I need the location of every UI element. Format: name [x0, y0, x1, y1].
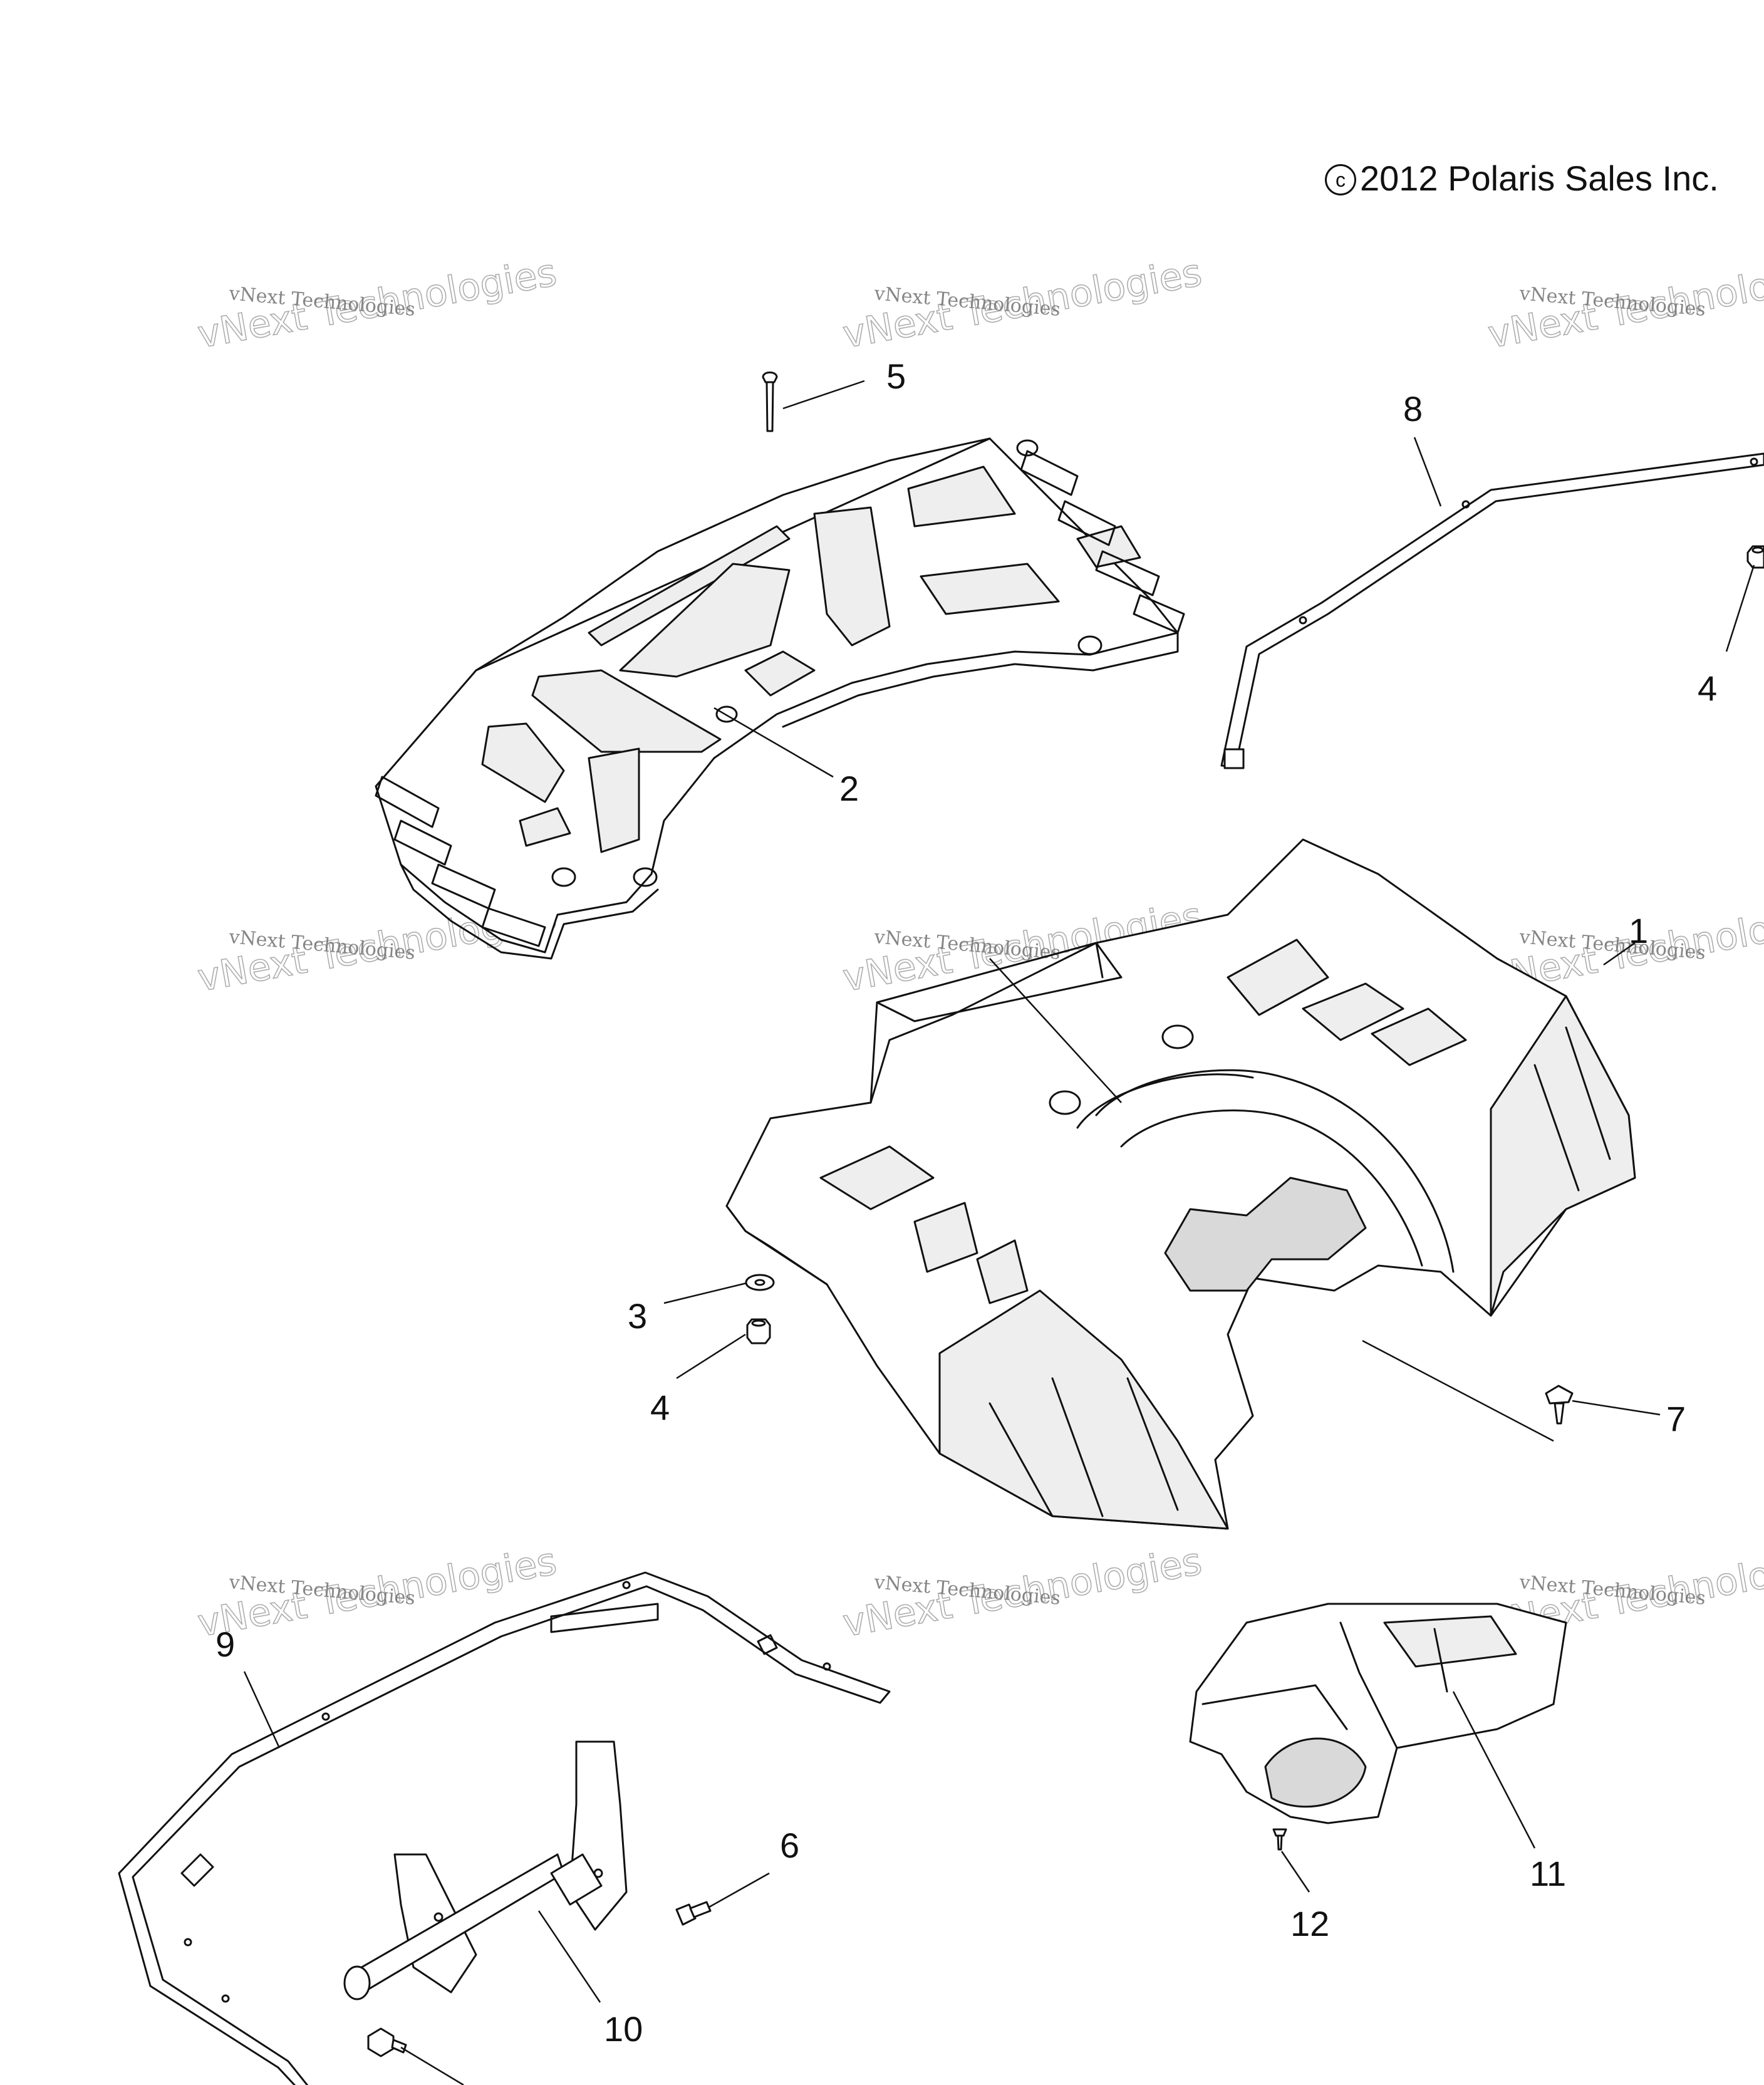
watermark-bottom-center: vNext Technologies vNext Technologies	[839, 1539, 1206, 1646]
fastener-nut-4-right	[1746, 545, 1764, 569]
copyright-text: 2012 Polaris Sales Inc.	[1360, 159, 1719, 198]
callout-8: 8	[1403, 389, 1423, 429]
callout-5: 5	[886, 356, 906, 396]
part-bumper-rail	[118, 1571, 891, 2085]
watermark-top-right: vNext Technologies vNext Technologies	[1485, 250, 1764, 357]
callout-4-right: 4	[1698, 668, 1717, 708]
callout-2: 2	[839, 769, 859, 808]
fastener-bolt-bottom	[367, 2027, 407, 2057]
callout-1: 1	[1629, 911, 1648, 950]
part-bumper-bracket	[343, 1740, 628, 2000]
callout-10: 10	[604, 2009, 643, 2049]
fastener-washer-3	[745, 1274, 775, 1291]
fastener-bolt-5	[762, 372, 778, 432]
part-upper-rail	[1220, 452, 1764, 769]
fastener-bolt-6	[675, 1901, 712, 1926]
copyright-symbol: c	[1325, 164, 1356, 195]
watermark-text-outline: vNext Technologies	[839, 251, 1205, 357]
callout-11: 11	[1530, 1854, 1566, 1893]
callout-12: 12	[1290, 1904, 1329, 1943]
part-rear-cab	[725, 838, 1636, 1530]
fastener-nut-4-left	[746, 1318, 771, 1344]
callout-6: 6	[780, 1826, 799, 1865]
callout-3: 3	[628, 1296, 647, 1336]
part-side-panel	[1189, 1603, 1567, 1824]
callout-9: 9	[215, 1625, 235, 1664]
part-rack	[375, 437, 1185, 960]
leader-lines	[243, 380, 1755, 2085]
watermark-top-center: vNext Technologies vNext Technologies	[839, 250, 1206, 357]
callout-7: 7	[1666, 1399, 1686, 1438]
callout-4-left: 4	[650, 1388, 670, 1427]
watermark-text-outline: vNext Technologies	[839, 1539, 1205, 1646]
watermark-text-outline: vNext Technologies	[194, 251, 559, 357]
fastener-screw-12	[1272, 1828, 1287, 1851]
fastener-push-rivet-7	[1545, 1385, 1574, 1425]
watermark-top-left: vNext Technologies vNext Technologies	[194, 250, 561, 357]
